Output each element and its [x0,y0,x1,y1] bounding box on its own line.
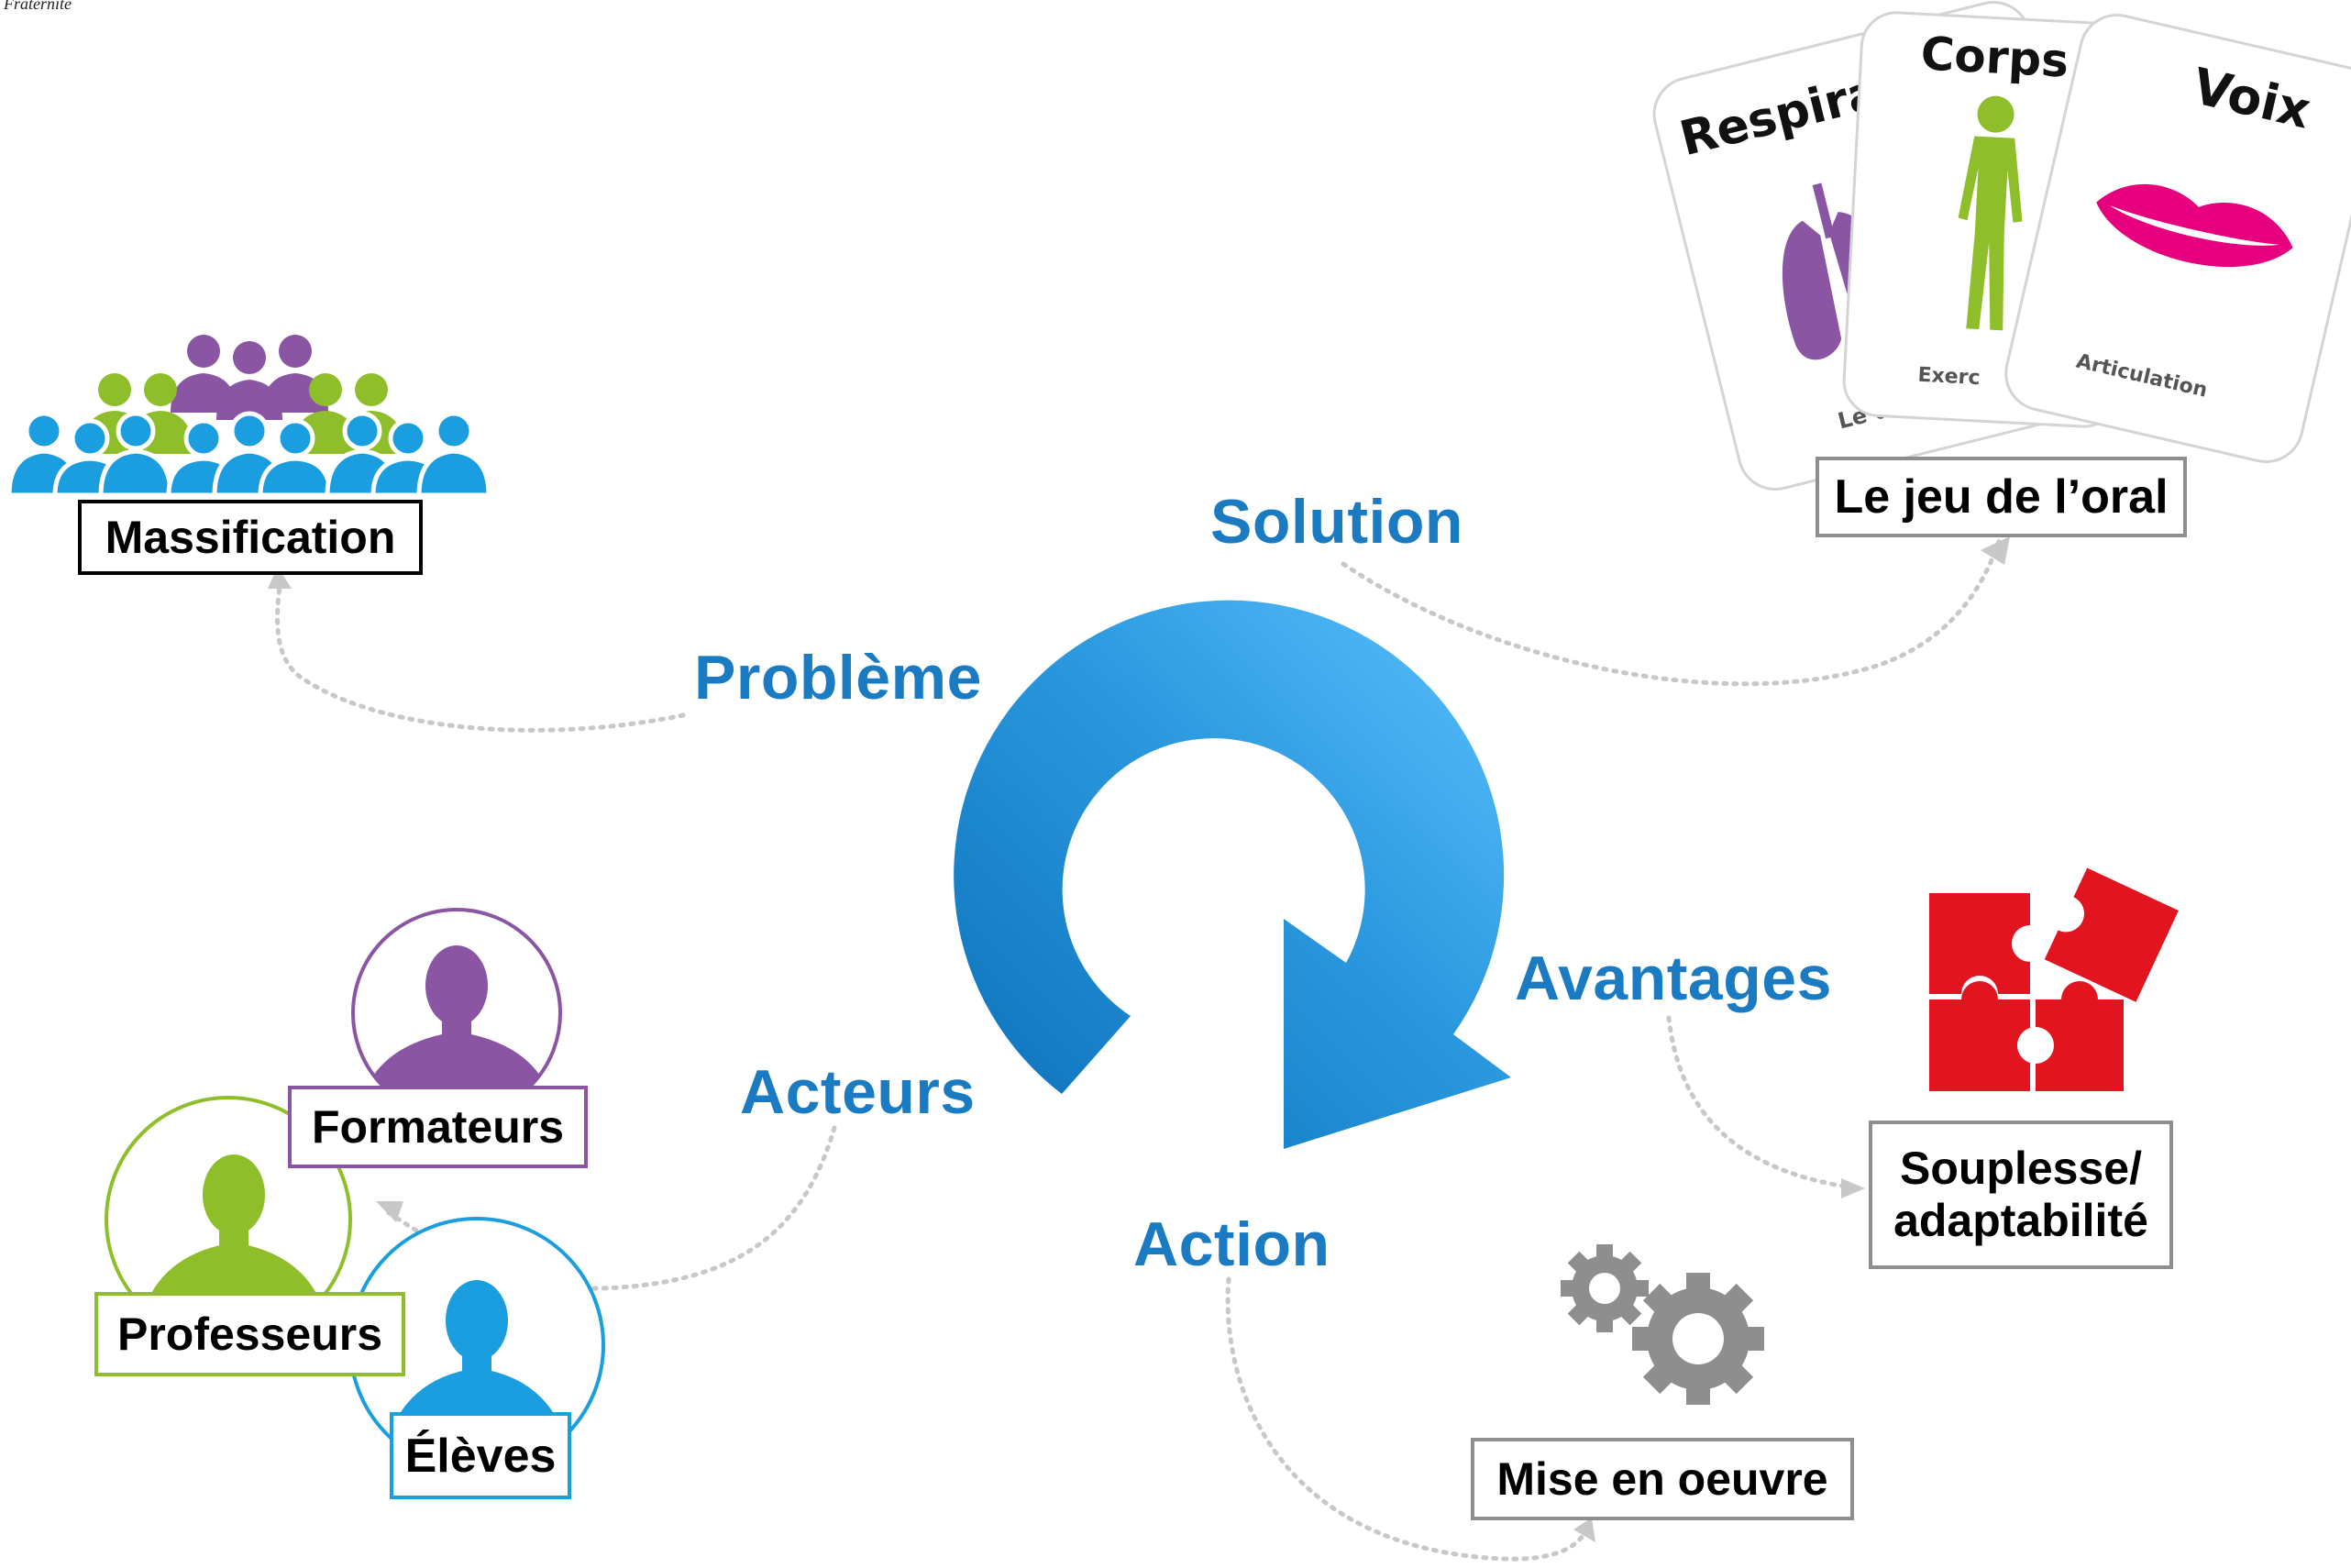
lips-icon [2096,183,2293,267]
box-mise-en-oeuvre: Mise en oeuvre [1471,1438,1854,1520]
box-massification: Massification [78,500,423,575]
label-avantages: Avantages [1515,944,1832,1013]
label-acteurs: Acteurs [740,1057,976,1127]
human-body-icon [1958,95,2023,331]
cycle-arrow-icon [954,600,1511,1149]
arrowhead-professeurs [376,1201,403,1222]
box-jeu-oral: Le jeu de l’oral [1816,457,2187,537]
box-eleves: Élèves [390,1412,571,1499]
label-solution: Solution [1210,487,1463,557]
connector-avantages [1666,1015,1855,1190]
arrowhead-jeu-oral [1981,536,2010,565]
connector-probleme [275,584,686,733]
label-probleme: Problème [694,643,982,712]
arrowhead-souplesse [1841,1178,1865,1198]
label-action: Action [1133,1209,1330,1279]
connector-action [1225,1276,1587,1562]
arrowhead-massification [268,567,292,589]
box-souplesse-line1: Souplesse/ [1900,1142,2142,1194]
arrowhead-mise-en-oeuvre [1573,1518,1595,1542]
connector-solution [1341,538,2002,687]
card-corps-footer: Exerc [1917,364,1981,391]
box-formateurs: Formateurs [288,1086,588,1168]
box-professeurs: Professeurs [94,1292,405,1376]
puzzle-icon [1929,867,2179,1091]
card-corps-title: Corps [1919,27,2070,87]
card-voix: Voix Articulation [2004,13,2351,464]
box-souplesse: Souplesse/ adaptabilité [1869,1121,2173,1269]
gears-icon [1561,1244,1764,1405]
box-souplesse-line2: adaptabilité [1893,1195,2148,1246]
corner-text: Fraternité [4,0,72,13]
audience-icon [6,335,491,498]
